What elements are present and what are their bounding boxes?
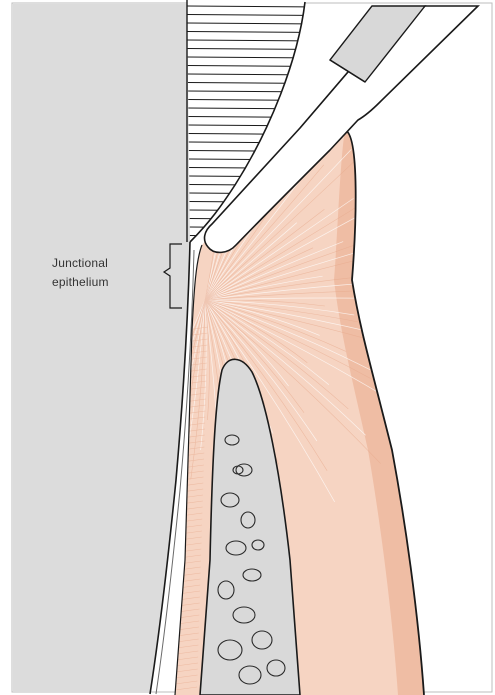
annotation-line-2: epithelium <box>52 274 162 290</box>
annotation-line-1: Junctional <box>52 255 162 271</box>
